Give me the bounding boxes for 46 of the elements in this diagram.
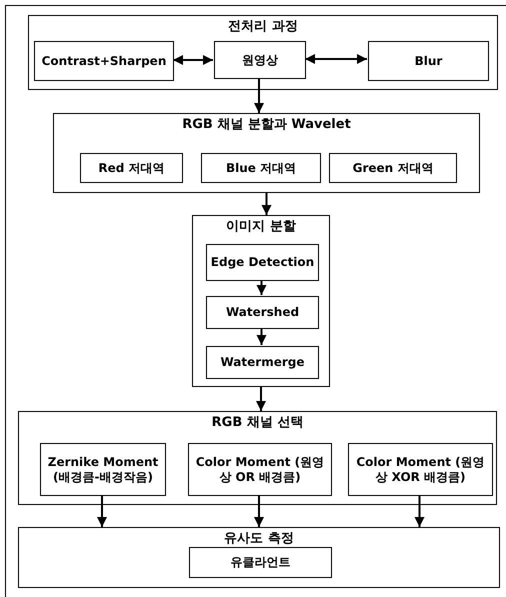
arrow xyxy=(254,78,264,113)
box-label: Blue 저대역 xyxy=(224,160,298,176)
arrow xyxy=(97,495,107,527)
box-label: Edge Detection xyxy=(210,255,316,270)
process-box xyxy=(368,41,489,81)
arrow xyxy=(256,328,266,345)
process-box xyxy=(329,153,457,183)
box-label: Contrast+Sharpen xyxy=(40,54,168,68)
group-box xyxy=(18,527,500,588)
process-box xyxy=(34,41,174,81)
box-label: Zernike Moment (배경큼-배경작음) xyxy=(46,454,160,484)
arrow xyxy=(414,495,424,527)
process-box xyxy=(206,346,319,379)
process-box xyxy=(80,153,183,183)
box-label: Watershed xyxy=(224,305,300,320)
arrow xyxy=(254,495,264,527)
box-label: Watermerge xyxy=(220,355,306,370)
process-box xyxy=(189,547,332,578)
process-box xyxy=(201,153,321,183)
box-label: 원영상 xyxy=(241,52,279,68)
process-box xyxy=(40,443,166,496)
box-label: Green 저대역 xyxy=(352,160,434,176)
process-box xyxy=(206,296,319,329)
box-label: Color Moment (원영상 OR 배경큼) xyxy=(194,454,326,484)
box-label: Color Moment (원영상 XOR 배경큼) xyxy=(355,454,486,484)
box-label: 유클라언트 xyxy=(230,555,292,570)
process-box xyxy=(188,443,332,496)
group-title: RGB 채널 선택 xyxy=(210,415,304,432)
group-box xyxy=(28,15,498,90)
arrow xyxy=(256,280,266,295)
process-box xyxy=(206,244,319,281)
box-label: Red 저대역 xyxy=(97,160,166,176)
arrow xyxy=(256,387,266,411)
arrow xyxy=(305,54,367,64)
arrow xyxy=(173,55,213,65)
group-box xyxy=(53,113,480,193)
group-title: 이미지 분할 xyxy=(225,219,297,236)
group-title: RGB 채널 분할과 Wavelet xyxy=(181,117,352,134)
group-title: 유사도 측정 xyxy=(223,531,295,548)
box-label: Blur xyxy=(414,54,444,68)
group-title: 전처리 과정 xyxy=(227,19,299,36)
process-box xyxy=(348,443,493,496)
group-box xyxy=(192,215,330,387)
process-box xyxy=(214,41,306,79)
arrow xyxy=(262,193,272,215)
group-box xyxy=(18,411,497,505)
